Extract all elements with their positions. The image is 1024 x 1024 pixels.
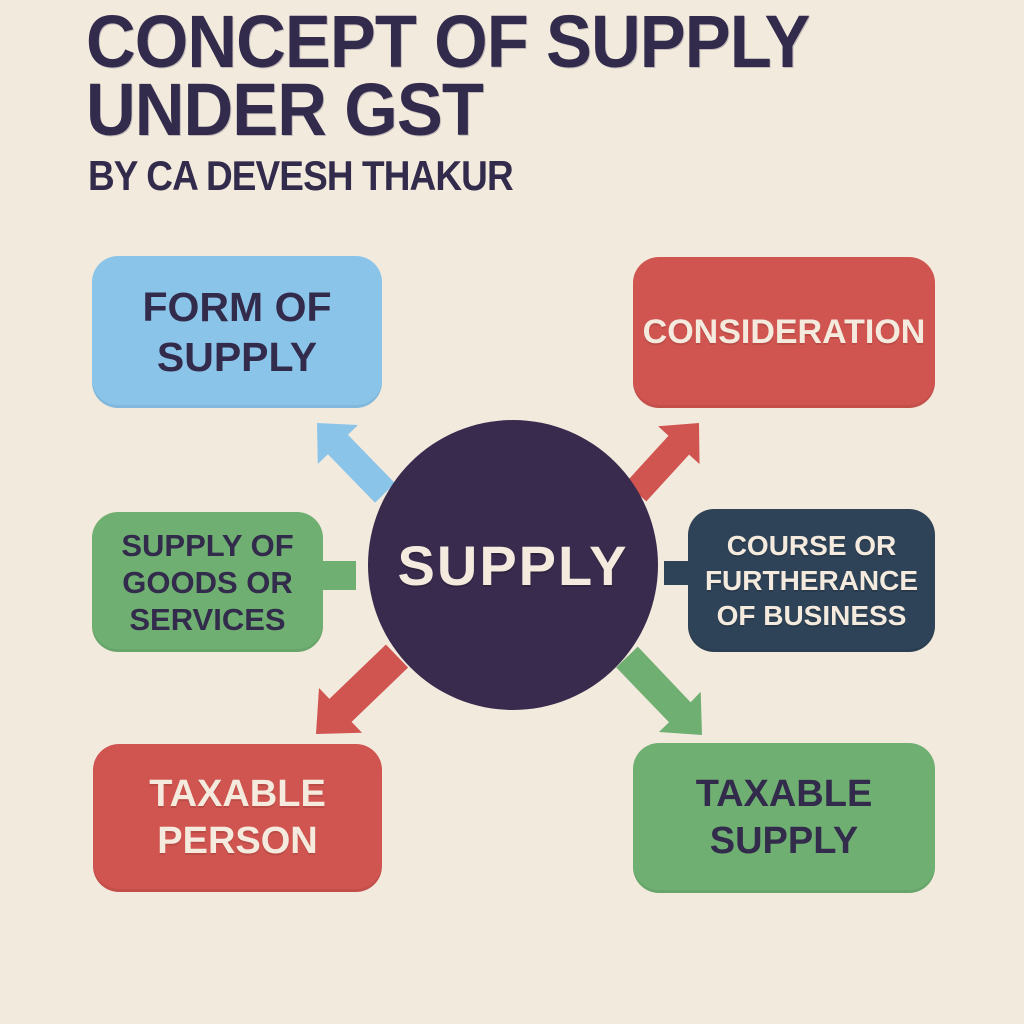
page-title: CONCEPT OF SUPPLY UNDER GST bbox=[86, 0, 810, 151]
node-consideration: CONSIDERATION bbox=[633, 257, 935, 408]
arrow-to-form-of-supply-icon bbox=[317, 423, 395, 503]
page-subtitle: BY CA DEVESH THAKUR bbox=[88, 152, 514, 199]
arrow-to-taxable-person-icon bbox=[316, 644, 409, 734]
node-taxable-supply: TAXABLE SUPPLY bbox=[633, 743, 935, 893]
node-taxable-person: TAXABLE PERSON bbox=[93, 744, 382, 892]
connector-course-of-business bbox=[664, 561, 689, 585]
arrow-to-taxable-supply-icon bbox=[616, 646, 702, 735]
supply-center-circle: SUPPLY bbox=[368, 420, 658, 710]
node-form-of-supply: FORM OF SUPPLY bbox=[92, 256, 382, 408]
node-course-or-furtherance-of-business: COURSE OR FURTHERANCE OF BUSINESS bbox=[688, 509, 935, 652]
node-supply-of-goods-or-services: SUPPLY OF GOODS OR SERVICES bbox=[92, 512, 323, 652]
connector-supply-of-goods bbox=[323, 561, 356, 590]
